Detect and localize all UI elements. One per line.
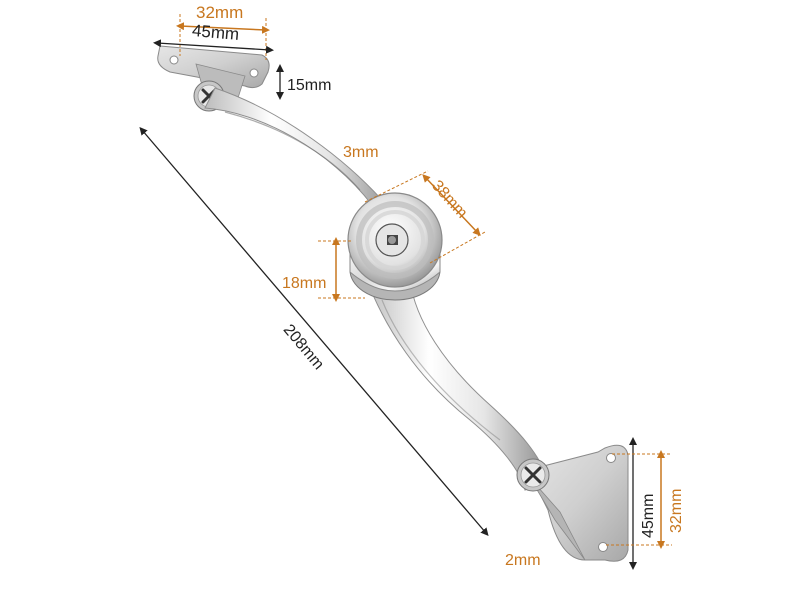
arm-thickness-label: 3mm — [343, 144, 379, 161]
mounting-hole — [598, 542, 608, 552]
bottom-bracket-outer-height-label: 45mm — [640, 493, 657, 538]
mounting-hole — [249, 68, 259, 78]
top-bracket-outer-width-label: 45mm — [191, 20, 240, 45]
bottom-bracket — [516, 444, 629, 562]
hub-mechanism — [347, 192, 443, 301]
mounting-hole — [606, 453, 616, 463]
bottom-plate-thickness-label: 2mm — [505, 552, 541, 569]
hub-height-label: 18mm — [282, 275, 327, 292]
lower-arm — [364, 274, 549, 491]
top-bracket-inner-width-label: 32mm — [196, 3, 244, 22]
dimension-lines — [139, 14, 672, 570]
top-bracket-height-label: 15mm — [287, 77, 332, 94]
bottom-bracket-inner-height-label: 32mm — [668, 488, 685, 533]
top-bracket — [157, 45, 270, 112]
mounting-hole — [169, 55, 179, 65]
